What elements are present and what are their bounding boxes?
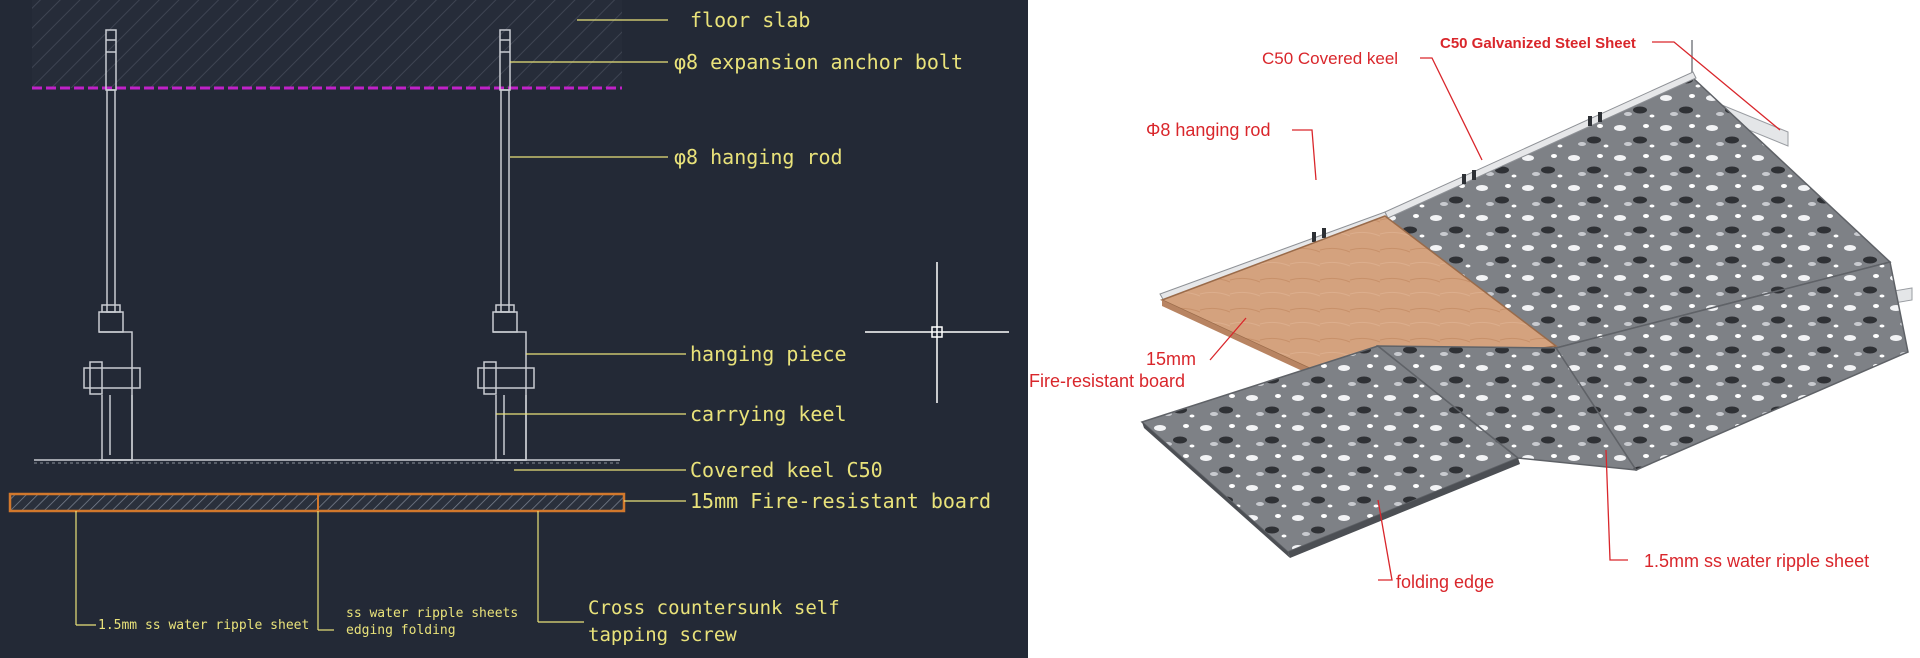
iso-label-ripple-sheet: 1.5mm ss water ripple sheet [1644, 551, 1869, 571]
iso-label-c50-keel: C50 Covered keel [1262, 49, 1398, 68]
iso-label-board-line1: 15mm [1146, 349, 1196, 369]
iso-fire-board [1160, 215, 1558, 381]
iso-hanger-clips [1312, 112, 1602, 242]
cad-label-anchor-bolt: φ8 expansion anchor bolt [674, 50, 963, 74]
cad-label-edging-line2: edging folding [346, 623, 456, 638]
iso-label-board-line2: Fire-resistant board [1029, 371, 1185, 391]
iso-label-steel-sheet: C50 Galvanized Steel Sheet [1440, 35, 1636, 52]
iso-label-folding-edge: folding edge [1396, 572, 1494, 592]
right-bolt [477, 367, 535, 389]
floor-slab-hatch [32, 0, 622, 88]
cad-label-hanging-rod: φ8 hanging rod [674, 145, 843, 169]
iso-folding-edge-strip [1142, 422, 1290, 558]
iso-mid-ripple-panel [1375, 345, 1638, 471]
cad-label-covered-keel: Covered keel C50 [690, 458, 883, 482]
cad-label-hanging-piece: hanging piece [690, 342, 847, 366]
crosshair-cursor-icon [865, 262, 1009, 403]
left-hanger-assembly [83, 29, 141, 461]
cad-leaders [75, 19, 686, 631]
cad-label-screw-line1: Cross countersunk self [588, 597, 840, 619]
cad-label-fire-board: 15mm Fire-resistant board [690, 489, 991, 513]
cad-label-screw-line2: tapping screw [588, 624, 737, 646]
iso-fire-board-edge [1162, 300, 1335, 386]
iso-leaders [1209, 41, 1781, 581]
cad-label-floor-slab: floor slab [690, 8, 810, 32]
right-hanger-assembly [477, 29, 535, 461]
cad-background [0, 0, 1028, 658]
cad-label-carrying-keel: carrying keel [690, 402, 847, 426]
cad-label-ripple-sheet: 1.5mm ss water ripple sheet [98, 618, 309, 633]
cad-label-edging-line1: ss water ripple sheets [346, 606, 518, 621]
iso-label-hanging-rod: Φ8 hanging rod [1146, 120, 1270, 140]
left-bolt [83, 367, 141, 389]
